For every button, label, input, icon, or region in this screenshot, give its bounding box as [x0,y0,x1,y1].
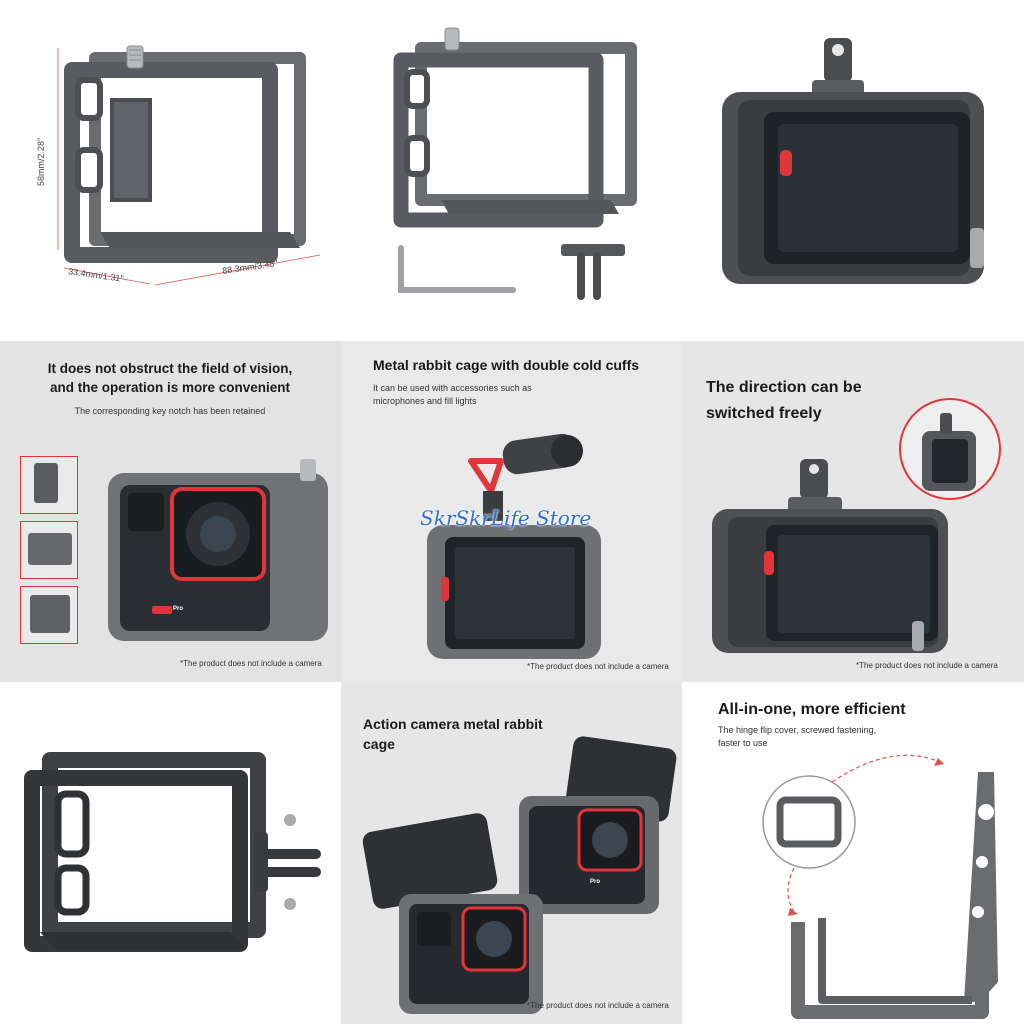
direction-switch-panel: The direction can be switched freely *Th… [682,341,1024,682]
panel-subtitle: It can be used with accessories such as … [373,383,532,406]
package-contents-panel [341,0,682,341]
camera-brand-badge: Pro [590,879,601,885]
cage-with-microphone-illustration [427,433,601,659]
disclaimer-note: *The product does not include a camera [856,661,998,670]
metal-cage-panel: Action camera metal rabbit cage Pro *The… [341,682,682,1024]
cage-with-accessories-illustration [393,27,637,300]
disclaimer-note: *The product does not include a camera [527,1001,669,1010]
cage-with-side-mount-illustration [24,752,321,952]
panel-title: All-in-one, more efficient [718,701,906,718]
disclaimer-note: *The product does not include a camera [527,662,669,671]
hinge-flip-illustration [762,754,998,1019]
hinge-cover-panel: All-in-one, more efficient The hinge fli… [682,682,1024,1024]
cage-side-mount-panel [0,682,341,1024]
dimensions-panel: 58mm/2.28" 33.4mm/1.31" 88.3mm/3.48" [0,0,341,341]
cage-dimension-illustration [57,45,321,286]
height-dimension-label: 58mm/2.28" [36,137,46,186]
camera-in-cage-illustration [28,459,328,641]
cage-back-view-panel [682,0,1024,341]
panel-title: Metal rabbit cage with double cold cuffs [373,357,640,373]
panel-title: Action camera metal rabbit cage [363,716,543,752]
panel-title: It does not obstruct the field of vision… [47,361,293,395]
panel-subtitle: The hinge flip cover, screwed fastening,… [718,725,877,748]
cold-shoe-panel: Metal rabbit cage with double cold cuffs… [341,341,682,682]
disclaimer-note: *The product does not include a camera [180,659,322,668]
store-watermark: SkrSkrLife Store [420,506,592,530]
panel-title: The direction can be switched freely [706,379,862,422]
two-caged-cameras-illustration [362,736,677,1014]
field-of-vision-panel: It does not obstruct the field of vision… [0,341,341,682]
cage-with-screen-illustration [722,38,984,284]
panel-subtitle: The corresponding key notch has been ret… [74,406,266,416]
cage-rotated-illustration [712,398,1001,653]
camera-brand-badge: Pro [173,606,184,612]
